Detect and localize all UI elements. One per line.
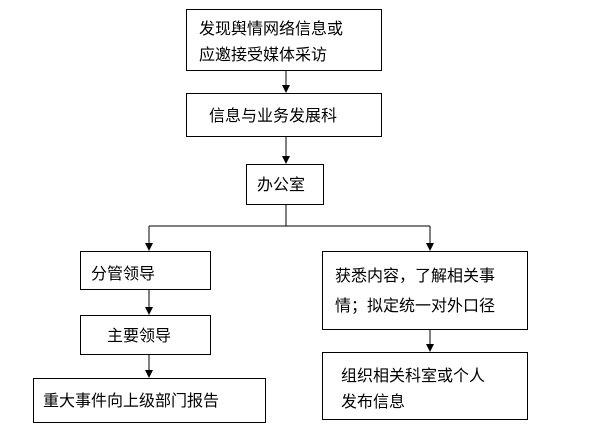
box-learn-content: 获悉内容，了解相关事 情；拟定统一对外口径 (322, 251, 528, 330)
box-branch-leader: 分管领导 (80, 251, 211, 290)
box-main-leader: 主要领导 (80, 315, 211, 355)
box-discover-line2: 应邀接受媒体采访 (199, 45, 328, 64)
box-info-business-dept: 信息与业务发展科 (186, 93, 382, 137)
box-report-to-superior-label: 重大事件向上级部门报告 (43, 391, 220, 410)
box-discover-public-opinion: 发现舆情网络信息或 应邀接受媒体采访 (186, 9, 382, 71)
box-main-leader-label: 主要领导 (107, 326, 172, 345)
box-info-business-dept-label: 信息与业务发展科 (209, 106, 338, 125)
box-discover-line1: 发现舆情网络信息或 (199, 19, 344, 38)
box-learn-content-line2: 情；拟定统一对外口径 (335, 296, 496, 315)
box-organize-release-line1: 组织相关科室或个人 (341, 366, 486, 385)
box-organize-release-line2: 发布信息 (341, 392, 406, 411)
box-organize-release: 组织相关科室或个人 发布信息 (322, 352, 528, 420)
box-office: 办公室 (246, 164, 324, 205)
box-report-to-superior: 重大事件向上级部门报告 (33, 378, 266, 423)
box-branch-leader-label: 分管领导 (91, 264, 156, 283)
box-learn-content-line1: 获悉内容，了解相关事 (335, 266, 496, 285)
box-office-label: 办公室 (257, 175, 306, 194)
